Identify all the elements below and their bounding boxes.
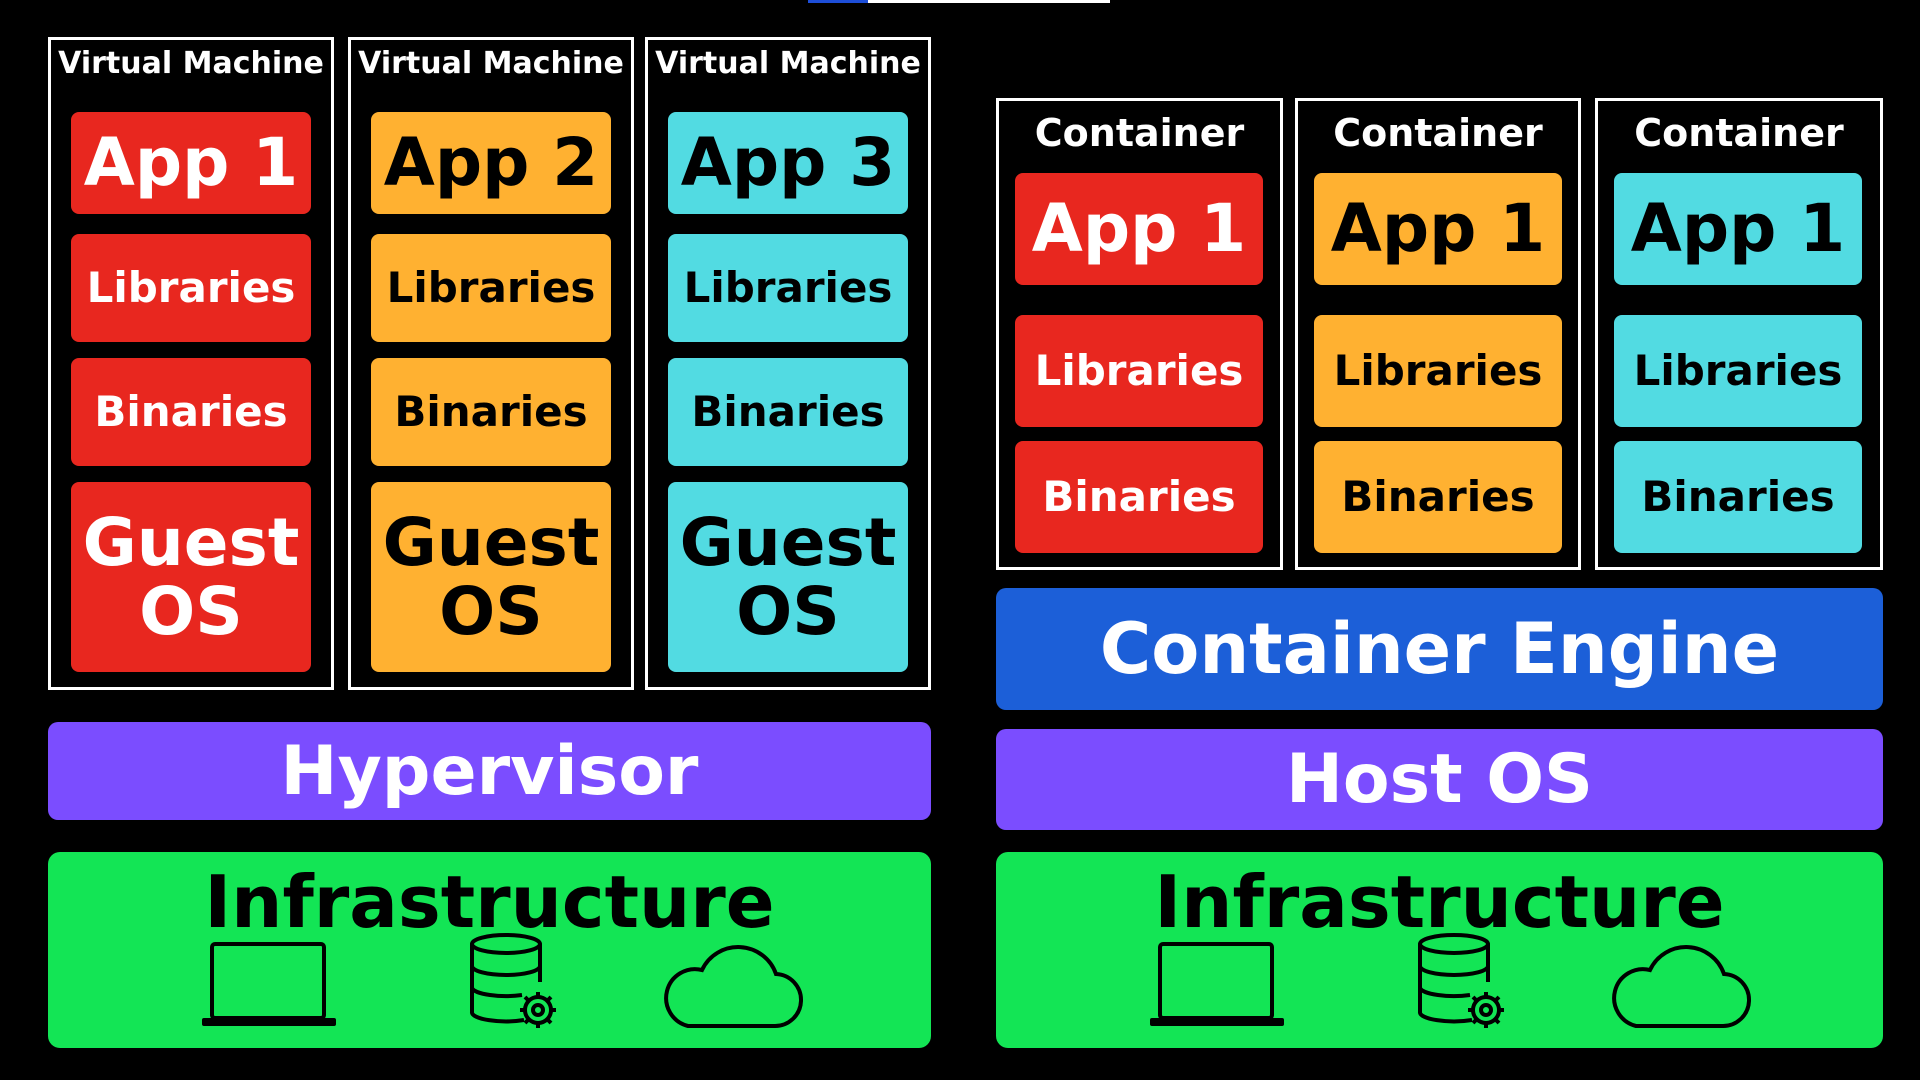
laptop-icon bbox=[202, 942, 336, 1026]
container-1: Container App 1 Libraries Binaries bbox=[996, 98, 1283, 570]
libraries-block: Libraries bbox=[371, 234, 611, 342]
guest-os-line2: OS bbox=[736, 573, 840, 650]
infrastructure-title: Infrastructure bbox=[1154, 860, 1725, 944]
guest-os-line1: Guest bbox=[679, 503, 897, 581]
virtual-machine-1: Virtual Machine App 1 Libraries Binaries… bbox=[48, 37, 334, 690]
guest-os-line2: OS bbox=[139, 573, 243, 650]
guest-os-block: Guest OS bbox=[371, 482, 611, 672]
laptop-icon bbox=[1150, 942, 1284, 1026]
app-block: App 1 bbox=[1015, 173, 1263, 285]
libraries-block: Libraries bbox=[668, 234, 908, 342]
binaries-block: Binaries bbox=[371, 358, 611, 466]
vm-title: Virtual Machine bbox=[58, 46, 324, 81]
container-3: Container App 1 Libraries Binaries bbox=[1595, 98, 1883, 570]
container-engine-layer: Container Engine bbox=[996, 588, 1883, 710]
vm-title: Virtual Machine bbox=[655, 46, 921, 81]
database-gear-icon bbox=[1418, 933, 1504, 1028]
guest-os-line2: OS bbox=[439, 573, 543, 650]
libraries-block: Libraries bbox=[71, 234, 311, 342]
container-title: Container bbox=[1333, 111, 1543, 155]
top-progress-bar bbox=[808, 0, 1110, 3]
database-gear-icon bbox=[470, 933, 556, 1028]
virtual-machine-3: Virtual Machine App 3 Libraries Binaries… bbox=[645, 37, 931, 690]
app-block: App 2 bbox=[371, 112, 611, 214]
app-block: App 1 bbox=[71, 112, 311, 214]
app-block: App 1 bbox=[1314, 173, 1562, 285]
container-architecture: Container App 1 Libraries Binaries Conta… bbox=[980, 0, 1920, 1080]
binaries-block: Binaries bbox=[1314, 441, 1562, 553]
container-title: Container bbox=[1034, 111, 1245, 155]
infrastructure-title: Infrastructure bbox=[204, 860, 775, 944]
infrastructure-layer: Infrastructure bbox=[996, 852, 1883, 1048]
binaries-block: Binaries bbox=[71, 358, 311, 466]
cloud-icon bbox=[1612, 945, 1751, 1029]
host-os-layer: Host OS bbox=[996, 729, 1883, 830]
top-progress-accent bbox=[808, 0, 868, 3]
binaries-block: Binaries bbox=[1015, 441, 1263, 553]
container-title: Container bbox=[1634, 111, 1844, 155]
libraries-block: Libraries bbox=[1015, 315, 1263, 427]
vm-architecture: Virtual Machine App 1 Libraries Binaries… bbox=[0, 0, 940, 1080]
container-2: Container App 1 Libraries Binaries bbox=[1295, 98, 1581, 570]
app-block: App 1 bbox=[1614, 173, 1862, 285]
guest-os-line1: Guest bbox=[82, 503, 300, 581]
guest-os-block: Guest OS bbox=[71, 482, 311, 672]
libraries-block: Libraries bbox=[1314, 315, 1562, 427]
guest-os-line1: Guest bbox=[382, 503, 600, 581]
libraries-block: Libraries bbox=[1614, 315, 1862, 427]
binaries-block: Binaries bbox=[1614, 441, 1862, 553]
virtual-machine-2: Virtual Machine App 2 Libraries Binaries… bbox=[348, 37, 634, 690]
guest-os-block: Guest OS bbox=[668, 482, 908, 672]
vm-title: Virtual Machine bbox=[358, 46, 624, 81]
app-block: App 3 bbox=[668, 112, 908, 214]
cloud-icon bbox=[664, 945, 803, 1029]
hypervisor-layer: Hypervisor bbox=[48, 722, 931, 820]
infrastructure-layer: Infrastructure bbox=[48, 852, 931, 1048]
binaries-block: Binaries bbox=[668, 358, 908, 466]
